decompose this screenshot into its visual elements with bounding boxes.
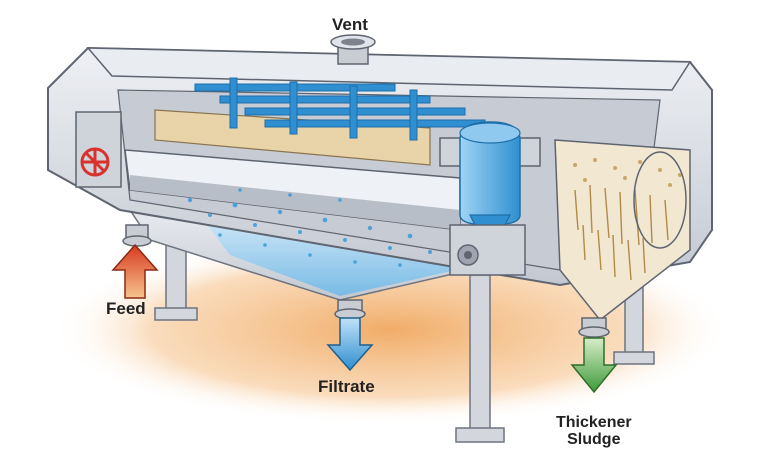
sludge-speckle [573,158,682,187]
feed-label: Feed [106,299,146,318]
vent-label: Vent [332,15,368,34]
housing-roof [86,47,692,91]
sludge-chamber [554,139,691,322]
separator-cylinder [439,121,541,246]
sludge-particles [574,184,669,281]
filtrate-drops [187,188,432,267]
filtrate-label: Filtrate [318,377,375,396]
thickener-sludge-label: Thickener Sludge [556,414,632,449]
roller-housing [449,224,526,276]
belt-shading [130,175,460,230]
spray-bar-grid [194,77,486,141]
sludge-drum [633,151,687,249]
vent-pipe-icon [330,34,376,65]
outlet-stubs [122,224,610,338]
filtrate-arrow-icon [326,317,374,372]
sludge-arrow-icon [570,337,618,394]
thickener-label-line: Thickener [556,414,632,431]
valve-wheel-icon [80,147,110,177]
feed-arrow-icon [111,243,159,299]
sludge-label-line: Sludge [567,430,621,448]
